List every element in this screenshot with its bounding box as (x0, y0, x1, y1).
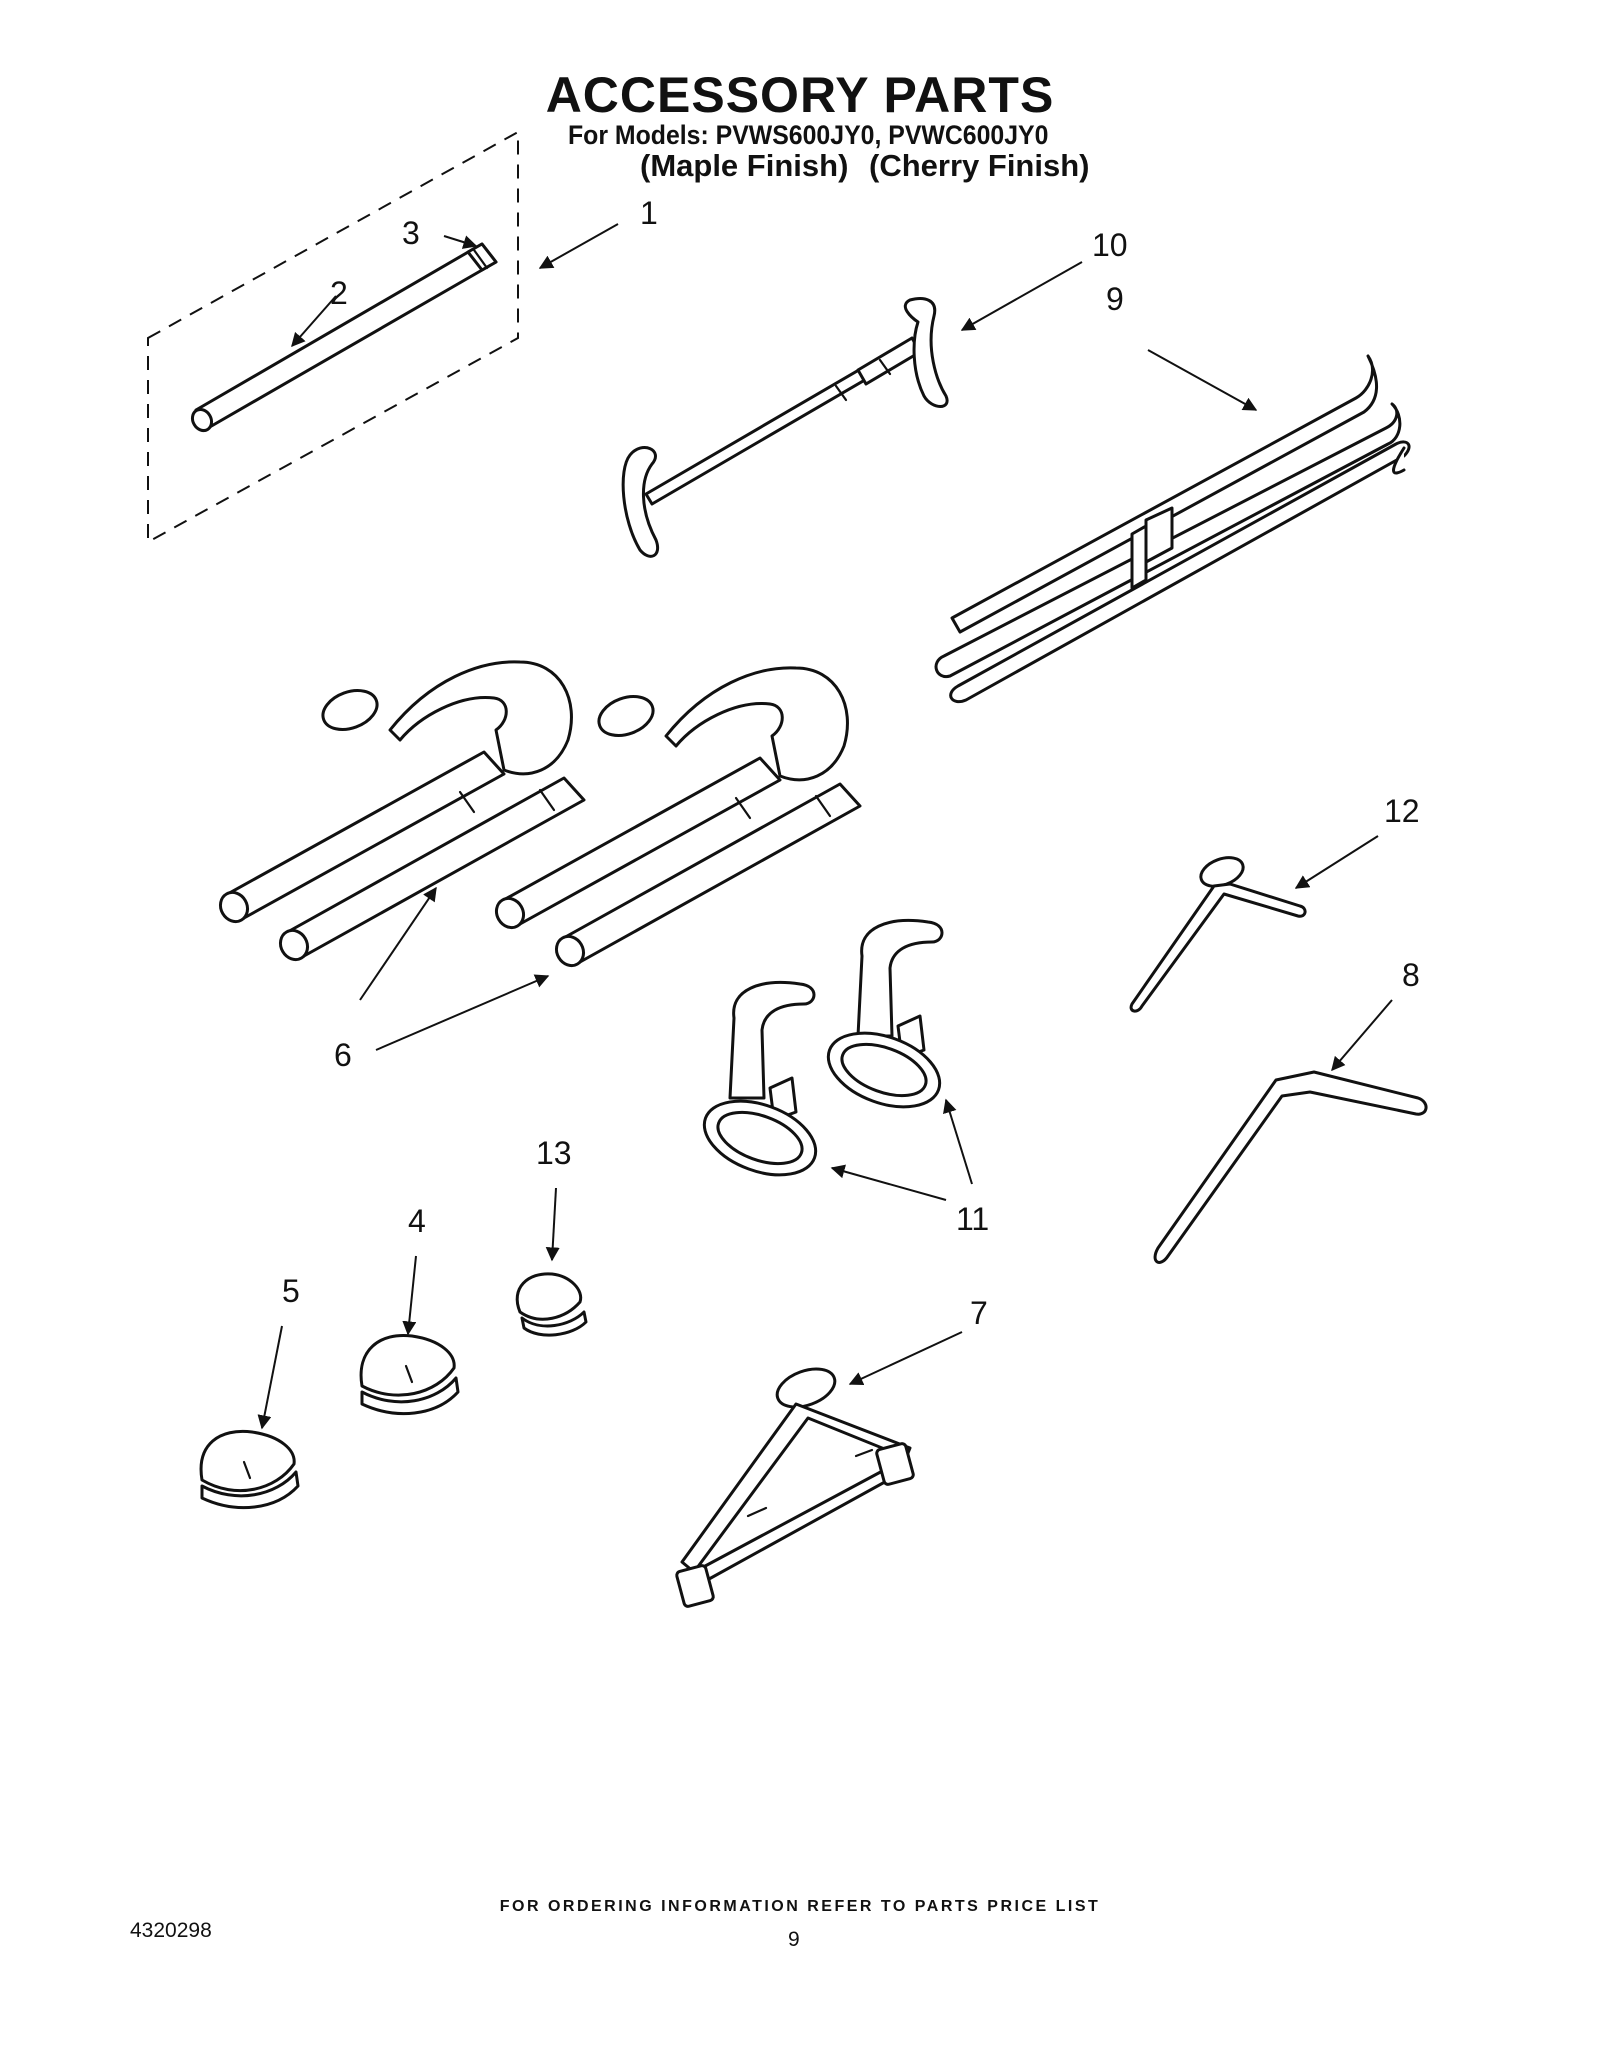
finish-cherry: (Cherry Finish) (869, 148, 1090, 183)
callout-1: 1 (640, 195, 658, 231)
model-numbers: For Models: PVWS600JY0, PVWC600JY0 (568, 120, 1049, 150)
callout-3: 3 (402, 215, 420, 251)
ordering-note: FOR ORDERING INFORMATION REFER TO PARTS … (499, 1898, 1101, 1915)
callout-10: 10 (1092, 227, 1128, 263)
callout-11: 11 (956, 1201, 989, 1237)
callout-2: 2 (330, 275, 348, 311)
callout-4: 4 (408, 1203, 426, 1239)
part-13-small-clip (515, 1272, 588, 1337)
part-8-hanger-bar (1153, 1070, 1428, 1264)
part-10-t-bar (621, 297, 949, 558)
callout-7: 7 (970, 1295, 988, 1331)
part-11-loop-left (702, 981, 818, 1177)
part-4-clip (359, 1333, 460, 1416)
part-6-pant-hanger-right (494, 666, 862, 968)
part-7-garment-hanger (675, 1367, 915, 1608)
callout-13: 13 (536, 1135, 572, 1171)
callout-8: 8 (1402, 957, 1420, 993)
callout-9: 9 (1106, 281, 1124, 317)
page-title: ACCESSORY PARTS (545, 67, 1055, 123)
part-12-small-hanger (1129, 856, 1307, 1013)
page-number: 9 (788, 1928, 800, 1951)
callout-12: 12 (1384, 793, 1420, 829)
finish-labels: (Maple Finish) (Cherry Finish) (640, 148, 1101, 184)
part-1-rod-kit (147, 130, 519, 544)
leader-lines (257, 223, 1393, 1430)
callout-5: 5 (282, 1273, 300, 1309)
part-5-clip (199, 1429, 300, 1510)
finish-maple: (Maple Finish) (640, 148, 849, 183)
document-number: 4320298 (130, 1919, 212, 1942)
part-2-rod (190, 242, 498, 433)
part-6-pant-hanger-left (218, 660, 586, 962)
part-9-skirt-hanger (934, 354, 1411, 703)
callout-6: 6 (334, 1037, 352, 1073)
part-11-loop-right (826, 919, 944, 1109)
